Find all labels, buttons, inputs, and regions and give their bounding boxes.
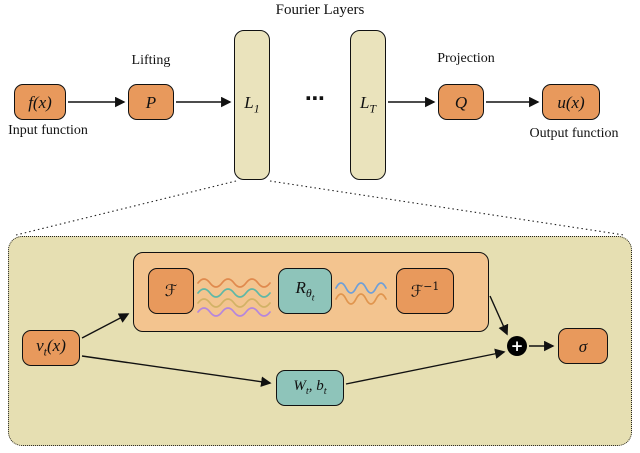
fourier-layer-1-text: L1	[244, 94, 259, 115]
input-function-text: f(x)	[28, 92, 52, 112]
wb-w: W	[293, 377, 306, 394]
r-main: R	[295, 277, 306, 297]
output-function-box: u(x)	[542, 84, 600, 120]
projection-operator-text: Q	[454, 92, 468, 112]
fourier-layer-1-box: L1	[234, 30, 270, 180]
sum-node: +	[507, 336, 527, 356]
output-function-caption: Output function	[529, 126, 619, 141]
finv-sup: −1	[423, 280, 440, 294]
l1-main: L	[244, 93, 254, 113]
layer-input-text: vt(x)	[36, 337, 66, 358]
activation-box: σ	[558, 328, 608, 364]
layer-input-box: vt(x)	[22, 330, 80, 366]
input-function-caption: Input function	[8, 123, 88, 138]
vt-rest: (x)	[46, 336, 66, 356]
lifting-operator-text: P	[145, 92, 157, 112]
zoom-guide-right	[269, 180, 625, 236]
wb-bsub: t	[323, 385, 327, 397]
projection-operator-box: Q	[438, 84, 484, 120]
zoom-guide-left	[15, 180, 237, 236]
wb-sep: ,	[308, 377, 317, 394]
fourier-transform-text: ℱ	[164, 281, 178, 300]
wb-wsub: t	[305, 385, 309, 397]
lifting-label: Lifting	[131, 53, 171, 68]
l1-sub: 1	[253, 101, 260, 116]
r-sub-theta: θ	[305, 286, 312, 301]
input-function-box: f(x)	[14, 84, 66, 120]
inverse-fourier-transform-text: ℱ−1	[410, 280, 440, 301]
wb-b: b	[316, 377, 324, 394]
linear-bias-text: Wt, bt	[293, 377, 327, 398]
fourier-transform-box: ℱ	[148, 268, 194, 314]
projection-label: Projection	[437, 51, 495, 66]
plus-icon: +	[510, 336, 524, 355]
vt-sub: t	[43, 344, 47, 359]
lt-main: L	[359, 93, 370, 113]
r-sub: θt	[305, 286, 315, 303]
vt-main: v	[36, 336, 44, 356]
fourier-layer-T-box: LT	[350, 30, 386, 180]
finv-main: ℱ	[410, 281, 424, 301]
linear-bias-box: Wt, bt	[276, 370, 344, 406]
fourier-layers-title: Fourier Layers	[275, 2, 365, 18]
fourier-layer-T-text: LT	[360, 94, 376, 115]
lt-sub: T	[369, 101, 377, 116]
r-subsub-t: t	[311, 292, 315, 304]
ellipsis-dots: ⋯	[305, 86, 325, 110]
spectral-weights-box: Rθt	[278, 268, 332, 314]
lifting-operator-box: P	[128, 84, 174, 120]
spectral-weights-text: Rθt	[296, 279, 315, 304]
activation-text: σ	[578, 336, 588, 356]
output-function-text: u(x)	[557, 92, 585, 112]
inverse-fourier-transform-box: ℱ−1	[396, 268, 454, 314]
